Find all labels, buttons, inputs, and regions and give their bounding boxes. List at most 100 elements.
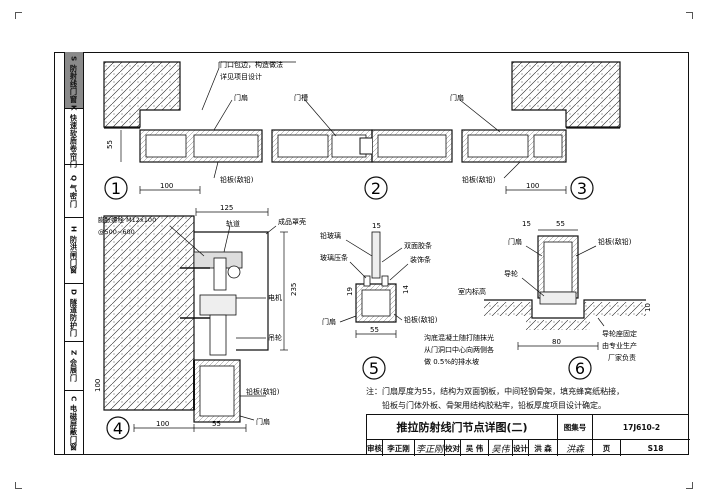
- crop-mark-top-left: [15, 12, 22, 19]
- detail-6-dim-55: 55: [556, 220, 565, 228]
- notes-line-2: 铅板与门体外板、骨架用结构胶粘牢，铅板厚度项目设计确定。: [382, 401, 606, 410]
- sidebar-item-label: D 隧道防护门: [69, 288, 79, 337]
- sidebar-item-label: Q 气密门: [69, 174, 79, 208]
- check-label: 校对: [445, 440, 461, 456]
- detail-4-dim-235: 235: [290, 283, 298, 296]
- checker-signature: 吴伟: [489, 440, 513, 456]
- sidebar-item-z[interactable]: Z 会展门: [64, 342, 84, 391]
- detail-4-wall: [103, 215, 195, 411]
- sidebar-item-h[interactable]: H 防洪闸门窗: [64, 218, 84, 284]
- detail-4-label-motor: 电机: [268, 293, 282, 302]
- detail-5-number: 5: [369, 359, 379, 378]
- designer-name: 洪 森: [529, 440, 558, 456]
- detail-4-mechanism: [180, 251, 243, 356]
- atlas-label: 图集号: [558, 415, 593, 440]
- detail-2-label-slot: 门槽: [294, 93, 308, 102]
- page-label: 页: [593, 440, 621, 456]
- detail-2-door-right: [359, 129, 453, 163]
- detail-4-label-lead: 铅板(敌铅): [246, 387, 280, 396]
- detail-4-door-panel: [193, 359, 241, 423]
- detail-3-wall: [511, 61, 621, 128]
- drawing-title: 推拉防射线门节点详图(二): [367, 415, 558, 440]
- detail-1-dim-55: 55: [106, 140, 114, 149]
- notes-line-1: 注：门扇厚度为55，结构为双面钢板，中间轻钢骨架，填充蜂窝纸粘接，: [366, 387, 625, 396]
- detail-2-door-left: [271, 129, 373, 163]
- detail-6-label-supplier-1: 由专业生产: [602, 341, 637, 350]
- detail-6-label-floor: 室内标高: [458, 287, 486, 296]
- detail-1-dim-100: 100: [160, 182, 173, 190]
- drawing-frame: [54, 52, 689, 455]
- detail-5-label-tape: 双面胶条: [404, 241, 432, 250]
- detail-6-label-lead: 铅板(敌铅): [598, 237, 632, 246]
- crop-mark-bottom-left: [15, 482, 22, 489]
- detail-6-label-door: 门扇: [508, 237, 522, 246]
- detail-6-number: 6: [575, 359, 585, 378]
- detail-6-dim-80: 80: [552, 338, 561, 346]
- detail-5-label-trim: 装饰条: [410, 255, 431, 264]
- detail-3-marker: [570, 176, 594, 200]
- detail-4-label-hanger: 吊轮: [268, 333, 282, 342]
- detail-1-label-door: 门扇: [234, 93, 248, 102]
- sidebar-item-label: Z 会展门: [69, 350, 79, 382]
- detail-4-cover: [194, 231, 269, 351]
- detail-5-marker: [362, 356, 386, 380]
- detail-5-dim-55: 55: [370, 326, 379, 334]
- detail-4-dim-125: 125: [220, 204, 233, 212]
- detail-6-section: [484, 235, 646, 330]
- detail-6-label-trench-1: 沟底混凝土随打随抹光: [424, 333, 494, 342]
- category-sidebar: S 防射线门窗 K 快速软质卷帘门 Q 气密门 H 防洪闸门窗 D 隧道防护门 …: [64, 52, 84, 455]
- detail-5-label-lead: 铅板(敌铅): [404, 315, 438, 324]
- sidebar-item-d[interactable]: D 隧道防护门: [64, 284, 84, 342]
- detail-2-number: 2: [371, 179, 381, 198]
- sidebar-item-c[interactable]: C 电磁屏蔽门窗: [64, 391, 84, 455]
- sidebar-item-label: K 快速软质卷帘门: [69, 105, 79, 168]
- sidebar-item-label: C 电磁屏蔽门窗: [69, 395, 79, 451]
- detail-1-marker: [104, 176, 128, 200]
- detail-4-marker: [106, 416, 130, 440]
- detail-3-number: 3: [577, 179, 587, 198]
- detail-6-label-trench-2: 从门洞口中心向两侧各: [424, 345, 494, 354]
- detail-2-marker: [364, 176, 388, 200]
- detail-6-label-guide: 导轮: [504, 269, 518, 278]
- detail-4-label-bolt: 膨胀螺栓 M12x100: [98, 215, 156, 224]
- page-number: S18: [647, 443, 664, 453]
- detail-4-label-door: 门扇: [256, 417, 270, 426]
- detail-4-label-spacing: @500~600: [98, 228, 135, 236]
- detail-1-door-panel: [139, 129, 263, 163]
- sidebar-item-q[interactable]: Q 气密门: [64, 165, 84, 218]
- detail-4-label-rail: 轨道: [226, 219, 240, 228]
- detail-5-section: [355, 231, 397, 323]
- detail-5-dim-19: 19: [346, 287, 354, 296]
- detail-6-marker: [568, 356, 592, 380]
- detail-1-wall: [103, 61, 181, 128]
- detail-5-dim-14: 14: [402, 285, 410, 294]
- designer-signature: 洪森: [558, 440, 593, 456]
- detail-3-label-door: 门扇: [450, 93, 464, 102]
- detail-4-dim-100-v: 100: [94, 379, 102, 392]
- detail-6-label-fix: 导轮座固定: [602, 329, 637, 338]
- design-label: 设计: [513, 440, 529, 456]
- detail-3-door-panel: [461, 129, 567, 163]
- detail-1-number: 1: [111, 179, 121, 198]
- sidebar-item-label: S 防射线门窗: [69, 56, 79, 104]
- atlas-number: 17J610-2: [593, 415, 690, 440]
- detail-6-dim-10: 10: [644, 303, 652, 312]
- detail-4-number: 4: [113, 419, 123, 438]
- reviewer-name: 李正刚: [383, 440, 415, 456]
- detail-6-label-supplier-2: 厂家负责: [608, 353, 636, 362]
- detail-4-label-cover: 成品罩壳: [278, 217, 306, 226]
- detail-1-label-lead: 铅板(敌铅): [220, 175, 254, 184]
- sidebar-item-s[interactable]: S 防射线门窗: [64, 52, 84, 109]
- detail-5-label-door: 门扇: [322, 317, 336, 326]
- sidebar-item-k[interactable]: K 快速软质卷帘门: [64, 105, 84, 168]
- detail-6-label-trench-3: 做 0.5%的排水坡: [424, 357, 479, 366]
- sidebar-item-label: H 防洪闸门窗: [69, 226, 79, 275]
- detail-1-note-line2: 详见项目设计: [220, 72, 262, 81]
- detail-4-dim-100: 100: [156, 420, 169, 428]
- crop-mark-bottom-right: [686, 482, 693, 489]
- detail-5-label-glass: 铅玻璃: [320, 231, 341, 240]
- review-label: 审核: [367, 440, 383, 456]
- detail-4-dim-55: 55: [212, 420, 221, 428]
- detail-6-dim-15: 15: [522, 220, 531, 228]
- checker-name: 吴 伟: [461, 440, 489, 456]
